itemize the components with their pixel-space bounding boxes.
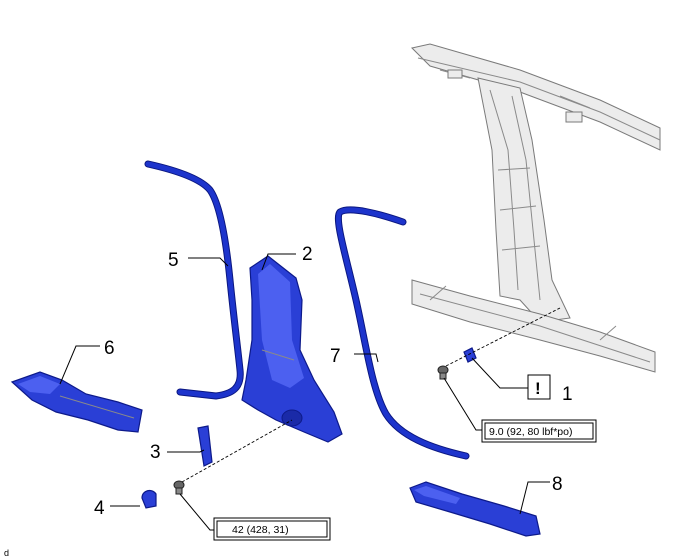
caution-symbol-text: ! xyxy=(535,379,541,398)
callout-number-7: 7 xyxy=(330,346,341,367)
leader-lines xyxy=(59,253,550,531)
part-8-rear-scuff-plate xyxy=(409,481,541,537)
install-line-lower xyxy=(181,419,293,483)
torque-spec-upper: 9.0 (92, 80 lbf*po) xyxy=(489,426,572,438)
figure-id: d xyxy=(4,548,9,558)
part-6-front-scuff-plate xyxy=(10,371,143,433)
part-7-rear-weatherstrip xyxy=(334,206,470,460)
torque-box-lower: 42 (428, 31) xyxy=(213,517,331,541)
bolt-upper xyxy=(437,365,449,380)
torque-box-upper: 9.0 (92, 80 lbf*po) xyxy=(481,419,597,443)
bolt-lower xyxy=(173,480,185,495)
callout-number-5: 5 xyxy=(168,250,179,271)
vehicle-body-structure xyxy=(411,43,661,373)
callout-number-8: 8 xyxy=(552,474,563,495)
callout-number-1: 1 xyxy=(562,384,573,405)
torque-spec-lower: 42 (428, 31) xyxy=(232,524,289,536)
caution-symbol: ! xyxy=(527,374,551,400)
callout-number-4: 4 xyxy=(94,498,105,519)
part-3-bracket xyxy=(197,425,213,467)
part-2-pillar-garnish xyxy=(241,255,343,443)
callout-number-3: 3 xyxy=(150,442,161,463)
install-line-upper xyxy=(445,307,561,367)
callout-number-2: 2 xyxy=(302,244,313,265)
part-4-clip xyxy=(141,489,157,509)
part-5-front-weatherstrip xyxy=(144,160,244,400)
callout-number-6: 6 xyxy=(104,338,115,359)
